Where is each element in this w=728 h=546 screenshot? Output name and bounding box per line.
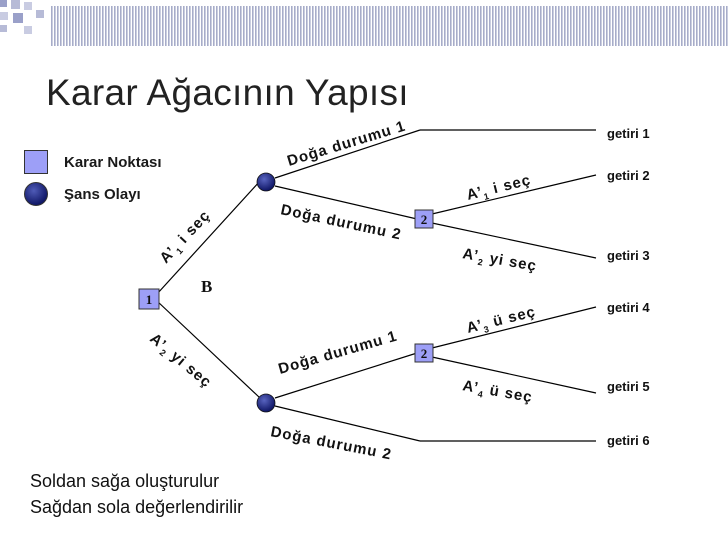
alt-1-label: A’1 i seç [465,171,533,205]
branch-label-upper: A’1 i seç [156,207,215,268]
decision-node-square-icon [24,150,48,174]
edge-upper-state-1 [274,129,421,179]
edge-root-to-upper [156,180,261,295]
lower-state-2-label: Doğa durumu 2 [269,423,393,463]
footer-line-1: Soldan sağa oluşturulur [30,471,220,491]
root-node-number: 1 [146,292,153,307]
upper-state-1-label: Doğa durumu 1 [285,118,408,170]
outcome-3: getiri 3 [607,248,650,263]
upper-chance-node [256,172,276,192]
legend-item-chance: Şans Olayı [24,178,162,210]
edge-root-to-lower [156,300,261,399]
edge-alt-3 [431,306,597,349]
edge-lower-state-2 [274,405,421,442]
root-decision-node: 1 [138,288,160,310]
outcome-6: getiri 6 [607,433,650,448]
upper-decision-node: 2 [414,209,434,229]
edge-alt-2 [431,222,597,259]
footer-line-2: Sağdan sola değerlendirilir [30,497,244,517]
outcome-2: getiri 2 [607,168,650,183]
outcome-1: getiri 1 [607,126,650,141]
root-node-letter: B [201,277,212,296]
chance-node-circle-icon [24,182,48,206]
outcome-4: getiri 4 [607,300,650,315]
edge-lower-state-1 [274,352,418,399]
alt-2-label: A’2 yi seç [461,245,538,277]
alt-3-label: A’3 ü seç [465,303,538,339]
page-title: Karar Ağacının Yapısı [46,72,409,113]
lower-state-1-label: Doğa durumu 1 [276,328,399,378]
upper-state-2-label: Doğa durumu 2 [279,201,403,243]
upper-decision-number: 2 [421,212,428,227]
legend-item-decision: Karar Noktası [24,146,162,178]
edge-alt-4 [431,356,597,394]
footer-notes: Soldan sağa oluşturulur Sağdan sola değe… [30,468,243,520]
lower-decision-node: 2 [414,343,434,363]
legend-label-chance: Şans Olayı [64,185,141,203]
lower-decision-number: 2 [421,346,428,361]
alt-4-label: A’4 ü seç [461,377,534,408]
legend: Karar Noktası Şans Olayı [24,146,162,210]
lower-chance-node [256,393,276,413]
legend-label-decision: Karar Noktası [64,153,162,171]
outcome-5: getiri 5 [607,379,650,394]
edge-upper-state-2 [274,185,418,220]
edge-alt-1 [431,174,597,215]
branch-label-lower: A’2 yi seç [145,330,215,393]
title-bar-decoration [0,0,728,46]
